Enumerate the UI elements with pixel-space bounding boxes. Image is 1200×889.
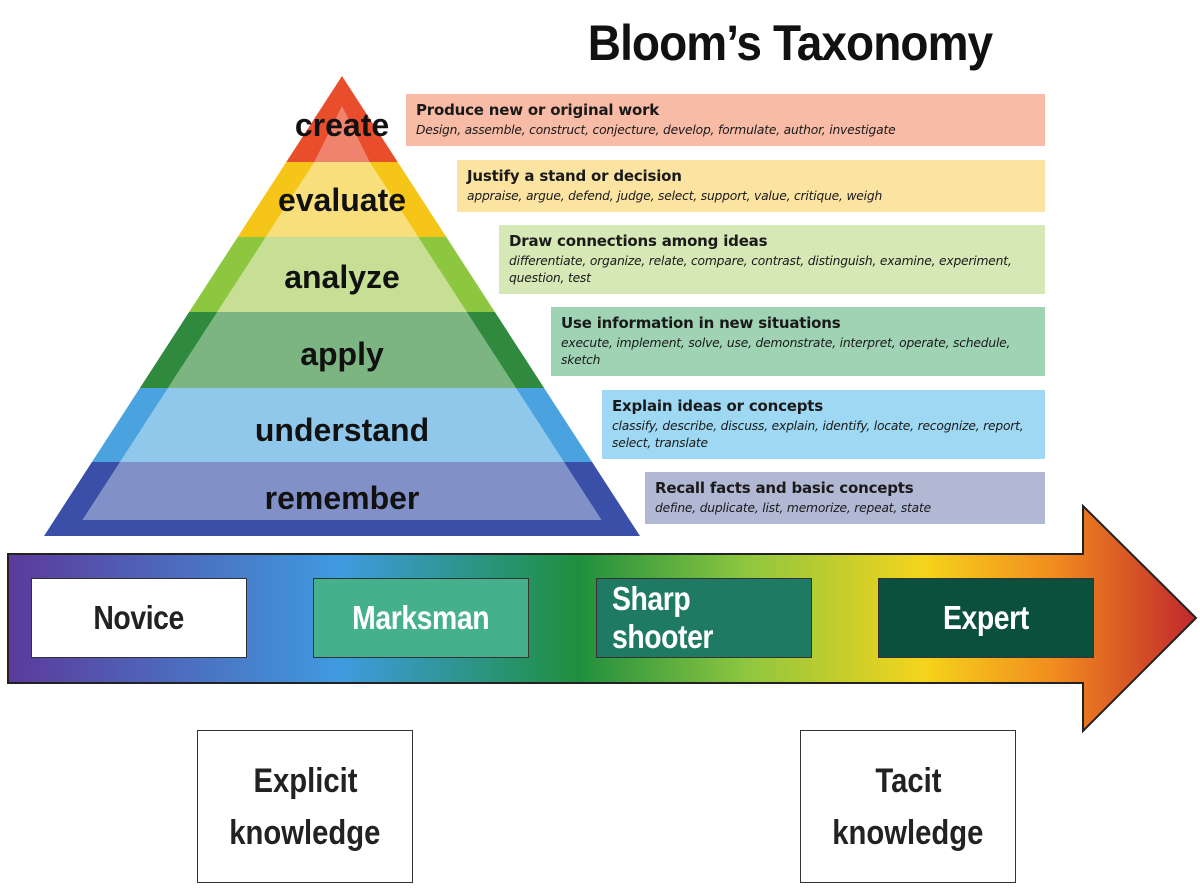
skill-level-label: Novice <box>93 599 185 636</box>
description-heading-create: Produce new or original work <box>416 101 660 119</box>
description-verbs-evaluate: appraise, argue, defend, judge, select, … <box>467 189 883 203</box>
description-box-apply: Use information in new situations execute… <box>551 307 1045 376</box>
page-title: Bloom’s Taxonomy <box>587 15 993 71</box>
pyramid-band-fill-analyze <box>217 237 467 312</box>
description-verbs-understand: classify, describe, discuss, explain, id… <box>612 419 1024 450</box>
description-box-remember: Recall facts and basic concepts define, d… <box>645 472 1045 524</box>
description-box-evaluate: Justify a stand or decision appraise, arg… <box>457 160 1045 212</box>
explicit-knowledge-box: Explicit knowledge <box>197 730 413 883</box>
explicit-knowledge-line2: knowledge <box>229 813 381 852</box>
description-heading-understand: Explain ideas or concepts <box>612 397 823 415</box>
explicit-knowledge-line1: Explicit <box>252 761 358 800</box>
tacit-knowledge-line1: Tacit <box>874 761 942 800</box>
pyramid-label-remember: remember <box>265 480 420 516</box>
tacit-knowledge-line2: knowledge <box>832 813 984 852</box>
pyramid-label-apply: apply <box>300 336 384 372</box>
pyramid-band-fill-apply <box>167 312 517 388</box>
pyramid-band-fill-create <box>314 106 370 162</box>
description-heading-remember: Recall facts and basic concepts <box>655 479 914 497</box>
skill-level-label: Expert <box>943 599 1029 636</box>
pyramid-label-create: create <box>295 107 389 143</box>
tacit-knowledge-box: Tacit knowledge <box>800 730 1016 883</box>
description-heading-analyze: Draw connections among ideas <box>509 232 768 250</box>
description-box-understand: Explain ideas or concepts classify, descr… <box>602 390 1045 459</box>
skill-level-novice: Novice <box>31 578 247 658</box>
skill-level-label: Marksman <box>352 599 490 636</box>
description-verbs-create: Design, assemble, construct, conjecture,… <box>416 123 896 137</box>
pyramid-label-understand: understand <box>255 412 429 448</box>
skill-level-marksman: Marksman <box>313 578 529 658</box>
pyramid-band-fill-understand <box>119 388 565 462</box>
pyramid-band-fill-evaluate <box>265 162 419 237</box>
pyramid-label-evaluate: evaluate <box>278 182 406 218</box>
skill-level-sharp-shooter: Sharp shooter <box>596 578 812 658</box>
description-verbs-apply: execute, implement, solve, use, demonstr… <box>561 336 1011 367</box>
description-heading-evaluate: Justify a stand or decision <box>467 167 682 185</box>
pyramid-band-fill-remember <box>82 462 602 520</box>
description-heading-apply: Use information in new situations <box>561 314 841 332</box>
description-box-analyze: Draw connections among ideas differentiat… <box>499 225 1045 294</box>
pyramid-label-analyze: analyze <box>284 259 400 295</box>
pyramid: create evaluate analyze apply understand reme… <box>44 76 640 536</box>
skill-level-label: Sharp shooter <box>611 580 714 655</box>
description-verbs-remember: define, duplicate, list, memorize, repea… <box>655 501 931 515</box>
skill-level-expert: Expert <box>878 578 1094 658</box>
description-verbs-analyze: differentiate, organize, relate, compare… <box>509 254 1012 285</box>
